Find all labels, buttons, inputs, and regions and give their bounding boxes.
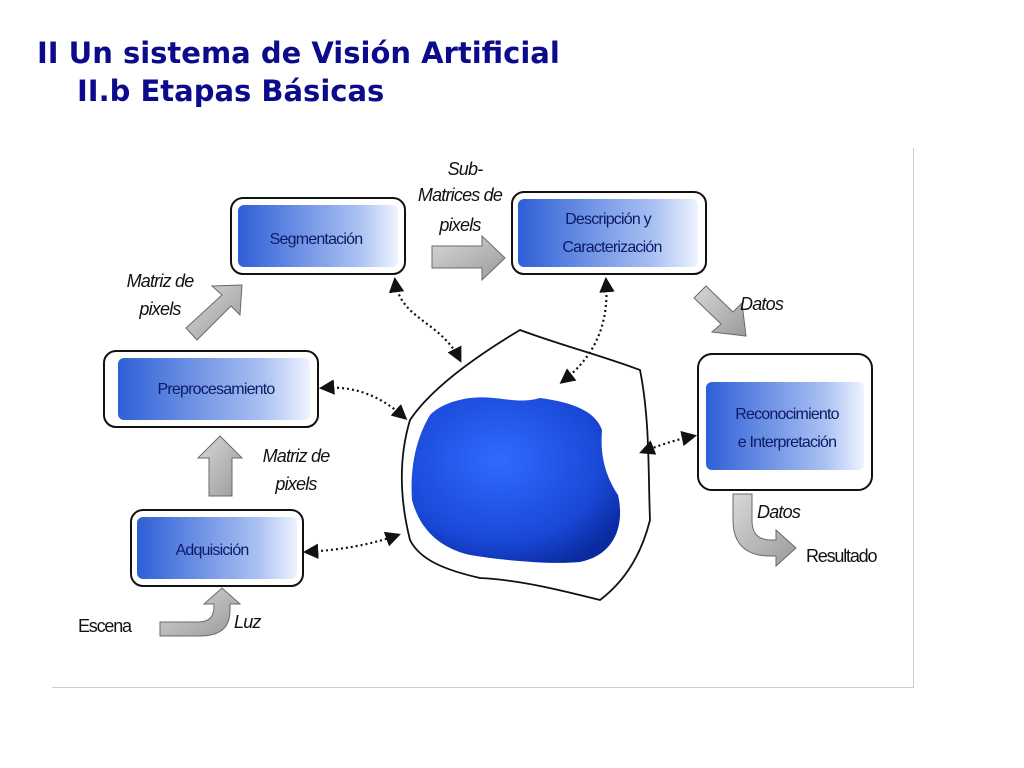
arrow-datos-1 — [693, 285, 747, 337]
stage-adquisicion: Adquisición — [130, 509, 304, 587]
stage-descripcion: Descripción y Caracterización — [511, 191, 707, 275]
connector-reconocimiento — [639, 431, 698, 455]
arrow-datos-2 — [732, 493, 797, 568]
connector-adquisicion — [302, 531, 401, 559]
submatrices-label-1: Sub- — [448, 159, 484, 179]
adquisicion-label: Adquisición — [175, 542, 248, 559]
arrow-matriz-1 — [185, 284, 243, 341]
arrow-escena — [159, 587, 242, 637]
escena-label: Escena — [78, 616, 133, 636]
stage-segmentacion: Segmentación — [230, 197, 406, 275]
connector-segmentacion — [388, 276, 462, 363]
arrow-matriz-2 — [196, 435, 244, 497]
descripcion-label-1: Descripción y — [565, 211, 651, 228]
matriz2-label-2: pixels — [274, 474, 317, 494]
vision-stages-diagram: Segmentación Descripción y Caracterizaci… — [52, 148, 914, 688]
title-line-1: II Un sistema de Visión Artificial — [37, 36, 560, 70]
submatrices-label-3: pixels — [438, 215, 481, 235]
luz-label: Luz — [234, 612, 261, 632]
matriz2-label-1: Matriz de — [263, 446, 331, 466]
datos-label-2: Datos — [757, 502, 801, 522]
stage-reconocimiento: Reconocimiento e Interpretación — [697, 353, 873, 491]
submatrices-label-2: Matrices de — [418, 185, 503, 205]
arrow-submatrices — [431, 234, 506, 282]
matriz1-label-1: Matriz de — [127, 271, 195, 291]
matriz1-label-2: pixels — [138, 299, 181, 319]
stage-preprocesamiento: Preprocesamiento — [103, 350, 319, 428]
reconocimiento-label-1: Reconocimiento — [735, 406, 839, 423]
connector-descripcion — [559, 276, 615, 384]
slide-title: II Un sistema de Visión Artificial II.b … — [37, 34, 560, 110]
preprocesamiento-label: Preprocesamiento — [157, 381, 275, 398]
scene-object-blob — [411, 397, 621, 563]
dotted-connectors — [302, 276, 698, 559]
reconocimiento-label-2: e Interpretación — [738, 434, 836, 451]
connector-preprocesamiento — [318, 379, 408, 421]
title-line-2: II.b Etapas Básicas — [77, 74, 385, 108]
descripcion-label-2: Caracterización — [562, 239, 661, 256]
segmentacion-label: Segmentación — [270, 231, 363, 248]
datos-label-1: Datos — [740, 294, 784, 314]
resultado-label: Resultado — [806, 546, 877, 566]
